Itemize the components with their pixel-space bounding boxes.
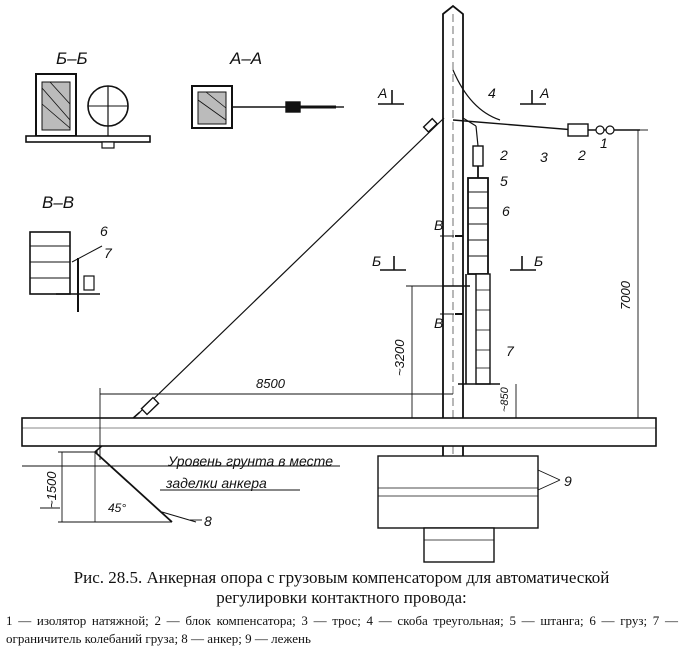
anchor-support-diagram: Б–Б А–А В–В А А Б Б В В 8500 7000 ~3200 … <box>21 4 657 563</box>
dim-1500: ~1500 <box>44 471 59 508</box>
angle-45: 45° <box>108 501 126 515</box>
guy-wire <box>94 117 445 453</box>
label-6: 6 <box>502 203 510 219</box>
dim-7000: 7000 <box>618 280 633 310</box>
label-5: 5 <box>500 173 508 189</box>
label-9: 9 <box>564 473 572 489</box>
cut-mark-b-left: Б <box>372 253 381 269</box>
figure-caption-line-1: Рис. 28.5. Анкерная опора с грузовым ком… <box>73 568 610 587</box>
label-7: 7 <box>506 343 515 359</box>
cut-mark-a-right: А <box>539 85 549 101</box>
section-aa-view <box>191 85 344 129</box>
label-4: 4 <box>488 85 496 101</box>
label-1: 1 <box>600 135 608 151</box>
section-bb-label: Б–Б <box>56 49 88 68</box>
cut-mark-b-right: Б <box>534 253 543 269</box>
section-vv-label: В–В <box>42 193 74 212</box>
dimension-lines <box>22 129 648 523</box>
ground-level-label-1: Уровень грунта в месте <box>167 453 333 469</box>
dim-8500: 8500 <box>256 376 286 391</box>
label-6-section: 6 <box>100 223 108 239</box>
diagram-labels: Б–Б А–А В–В А А Б Б В В 8500 7000 ~3200 … <box>42 49 633 529</box>
compensator-cable <box>452 69 640 147</box>
anchor-mast <box>442 4 464 549</box>
figure-caption-line-2: регулировки контактного провода: <box>216 588 467 607</box>
section-bb-view <box>25 73 151 149</box>
ground-level <box>21 417 657 447</box>
label-8: 8 <box>204 513 212 529</box>
cut-mark-a-left: А <box>377 85 387 101</box>
sleepers <box>377 455 539 563</box>
section-aa-label: А–А <box>229 49 262 68</box>
figure-legend: 1 — изолятор натяжной; 2 — блок компенса… <box>6 613 678 646</box>
label-3: 3 <box>540 149 548 165</box>
ground-level-label-2: заделки анкера <box>165 475 267 491</box>
label-2-right: 2 <box>577 147 586 163</box>
cut-mark-v-upper: В <box>434 217 443 233</box>
label-7-section: 7 <box>104 245 113 261</box>
weight-compensator <box>443 145 500 385</box>
dim-3200: ~3200 <box>392 339 407 376</box>
section-vv-view <box>29 231 103 312</box>
cut-mark-v-lower: В <box>434 315 443 331</box>
section-cut-marks <box>378 90 546 315</box>
label-2-left: 2 <box>499 147 508 163</box>
dim-850: ~850 <box>499 386 511 412</box>
